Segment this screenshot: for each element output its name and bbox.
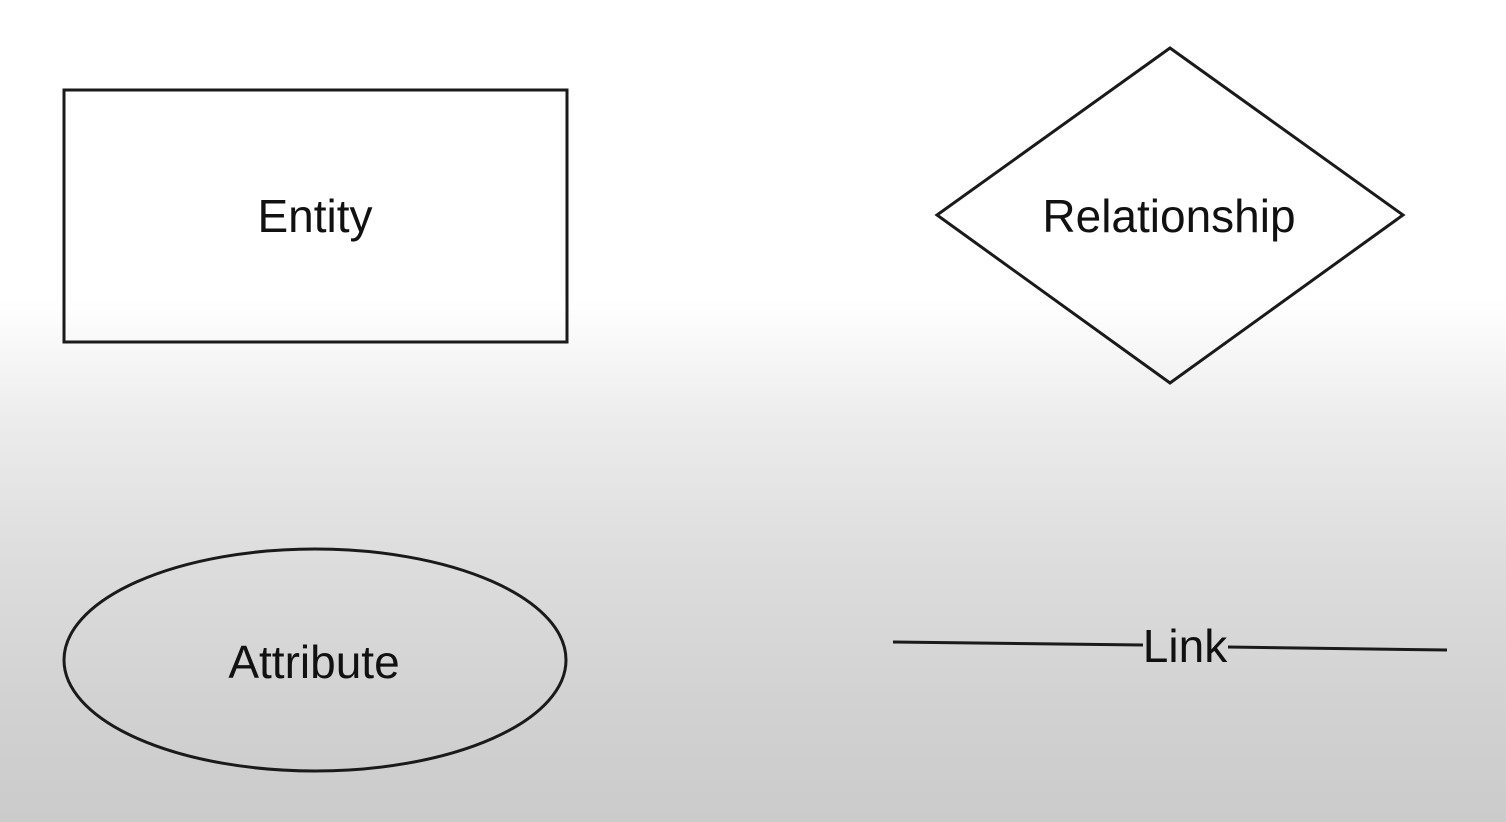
link-line-left bbox=[892, 640, 1144, 647]
link-label: Link bbox=[1142, 620, 1228, 672]
attribute-label: Attribute bbox=[228, 636, 400, 688]
entity-label: Entity bbox=[257, 190, 373, 242]
relationship-shape bbox=[934, 46, 1406, 385]
relationship-label: Relationship bbox=[1042, 190, 1296, 242]
link-line-right bbox=[1227, 645, 1448, 652]
attribute-shape bbox=[62, 547, 568, 773]
entity-shape bbox=[62, 88, 569, 344]
